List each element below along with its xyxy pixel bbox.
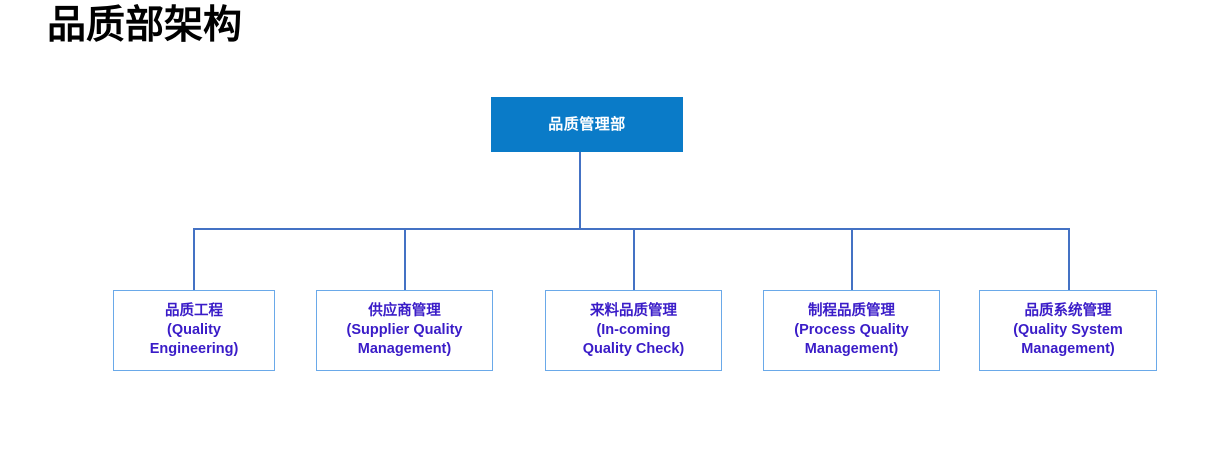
connector-horizontal-bus [193, 228, 1070, 230]
connector-drop-3 [633, 228, 635, 290]
connector-drop-5 [1068, 228, 1070, 290]
org-node-supplier-quality-management[interactable]: 供应商管理 (Supplier Quality Management) [316, 290, 493, 371]
org-node-incoming-quality-check-label: 来料品质管理 (In-coming Quality Check) [582, 303, 685, 357]
connector-drop-4 [851, 228, 853, 290]
page-title: 品质部架构 [47, 4, 243, 47]
org-node-quality-system-management[interactable]: 品质系统管理 (Quality System Management) [979, 290, 1157, 371]
org-node-quality-system-management-label: 品质系统管理 (Quality System Management) [1013, 303, 1123, 357]
org-node-quality-engineering-label: 品质工程 (Quality Engineering) [149, 303, 239, 357]
connector-root-stem [579, 152, 581, 230]
org-node-quality-engineering[interactable]: 品质工程 (Quality Engineering) [113, 290, 275, 371]
connector-drop-1 [193, 228, 195, 290]
org-node-process-quality-management-label: 制程品质管理 (Process Quality Management) [794, 303, 909, 357]
org-node-incoming-quality-check[interactable]: 来料品质管理 (In-coming Quality Check) [545, 290, 722, 371]
org-node-root-label: 品质管理部 [548, 115, 626, 133]
org-node-root[interactable]: 品质管理部 [491, 97, 683, 152]
org-node-process-quality-management[interactable]: 制程品质管理 (Process Quality Management) [763, 290, 940, 371]
org-node-supplier-quality-management-label: 供应商管理 (Supplier Quality Management) [346, 303, 463, 357]
connector-drop-2 [404, 228, 406, 290]
